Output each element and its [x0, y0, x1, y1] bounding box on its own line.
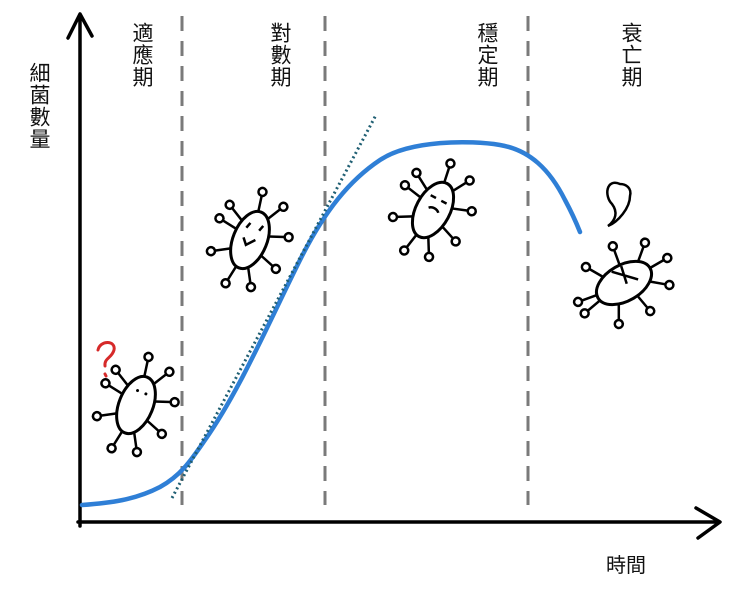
- bacterium-flagellum: [132, 431, 138, 450]
- bacterium-flagellum-tip: [257, 186, 268, 198]
- bacterium-flagellum: [259, 254, 275, 268]
- bacterium-flagellum-tip: [579, 308, 590, 319]
- bacterium-flagellum: [267, 235, 286, 239]
- bacterium-log-phase: [205, 186, 294, 293]
- bacterium-flagellum-tip: [131, 446, 143, 458]
- bacterium-flagellum-tip: [110, 364, 121, 376]
- bacterium-flagellum-tip: [143, 351, 154, 363]
- bacterium-flagellum: [617, 302, 621, 322]
- bacterium-flagellum-tip: [399, 179, 411, 191]
- bacterium-flagellum: [441, 225, 455, 240]
- question-mark-icon: [96, 341, 116, 378]
- bacterium-flagellum-tip: [91, 410, 103, 422]
- bacterium-flagellum-tip: [169, 396, 180, 408]
- bacterium-death-phase: [572, 237, 675, 330]
- bacterium-flagellum: [648, 280, 667, 286]
- bacterium-flagellum: [450, 207, 470, 212]
- bacterium-flagellum-tip: [245, 281, 257, 293]
- bacterium-flagellum: [636, 294, 649, 310]
- phase-label-death: 衰亡期: [619, 22, 643, 88]
- bacterium-flagellum: [116, 371, 130, 387]
- phase-label-stationary: 穩定期: [475, 22, 499, 88]
- bacterium-flagellum: [107, 384, 124, 396]
- phase-label-lag: 適應期: [130, 22, 154, 88]
- bacterium-flagellum: [406, 186, 422, 199]
- bacterium-flagellum-tip: [644, 305, 656, 317]
- bacterium-flagellum-tip: [278, 201, 289, 213]
- happy-face-icon: [242, 222, 265, 247]
- y-axis-label: 細菌數量: [27, 62, 51, 150]
- bacterium-flagellum-tip: [450, 236, 461, 247]
- bacterium-flagellum: [230, 206, 244, 222]
- bacterium-flagellum: [257, 194, 263, 213]
- eye-icon: [144, 392, 148, 396]
- bacterium-flagellum: [443, 166, 451, 184]
- bacterium-flagellum: [636, 245, 645, 263]
- bacterium-flagellum-tip: [613, 318, 625, 330]
- bacterium-flagellum-tip: [224, 199, 235, 211]
- bacterium-flagellum: [588, 267, 605, 279]
- bacterium-flagellum-tip: [423, 251, 435, 263]
- bacterium-flagellum-tip: [156, 428, 168, 440]
- bacterium-flagellum-tip: [205, 245, 217, 257]
- bacterium-flagellum-tip: [164, 366, 175, 378]
- bacterium-flagellum: [213, 247, 232, 252]
- bacterium-flagellum-tip: [398, 245, 410, 256]
- bacterium-flagellum: [648, 258, 666, 270]
- bacterium-flagellum-tip: [270, 263, 282, 275]
- eye-icon: [136, 389, 140, 393]
- bacterium-flagellum-tip: [662, 252, 673, 264]
- bacterium-flagellum-tip: [411, 167, 422, 179]
- phase-label-log: 對數期: [268, 22, 292, 88]
- bacterium-flagellum: [427, 235, 431, 255]
- bacterium-flagellum: [99, 412, 118, 417]
- dead-face-icon: [611, 265, 639, 285]
- bacterium-flagellum: [405, 233, 418, 249]
- bacterium-flagellum: [451, 181, 468, 193]
- bacterium-flagellum: [417, 175, 429, 192]
- bacterium-body: [115, 374, 157, 436]
- bacterium-flagellum-tip: [664, 279, 675, 291]
- bacterium-flagellum: [221, 219, 238, 231]
- bacterium-flagellum: [246, 266, 252, 285]
- bacterium-flagellum: [395, 215, 415, 219]
- bacterium-flagellum: [152, 372, 168, 386]
- bacterium-flagellum-tip: [639, 237, 651, 248]
- y-axis: [66, 12, 94, 528]
- bacterium-body: [410, 180, 456, 240]
- bacterium-stationary-phase: [387, 158, 477, 263]
- bacterium-flagellum-tip: [466, 205, 477, 217]
- growth-curve: [79, 139, 583, 508]
- bacterium-flagellum: [580, 293, 599, 302]
- bacterium-body: [229, 209, 271, 271]
- bacterium-flagellum-tip: [214, 213, 225, 224]
- bacterium-flagellum-tip: [572, 296, 584, 308]
- bacterium-flagellum: [153, 400, 172, 404]
- bacterium-flagellum: [145, 419, 161, 433]
- bacterium-flagellum-tip: [106, 442, 117, 454]
- x-axis-label: 時間: [606, 553, 646, 577]
- bacterium-flagellum: [143, 359, 149, 378]
- bacterium-flagellum: [612, 248, 621, 267]
- bacterium-flagellum-tip: [445, 158, 456, 169]
- bacterium-flagellum-tip: [387, 211, 399, 223]
- bacterium-flagellum-tip: [100, 378, 111, 389]
- spirit-icon: [606, 181, 632, 228]
- bacterium-body: [595, 259, 653, 307]
- bacterium-flagellum-tip: [580, 261, 592, 273]
- bacterium-flagellum-tip: [220, 277, 231, 289]
- neutral-face-icon: [428, 194, 448, 214]
- bacterium-flagellum-tip: [283, 231, 294, 243]
- bacterium-flagellum-tip: [464, 175, 475, 186]
- bacterium-flagellum: [586, 299, 602, 313]
- x-axis: [76, 506, 722, 540]
- log-phase-tangent-line: [170, 114, 378, 499]
- bacterium-flagellum: [266, 207, 282, 221]
- bacterium-lag-phase: [91, 351, 180, 458]
- bacterium-flagellum-tip: [607, 240, 619, 252]
- bacterium-flagellum: [226, 265, 238, 282]
- bacterium-flagellum: [112, 430, 124, 447]
